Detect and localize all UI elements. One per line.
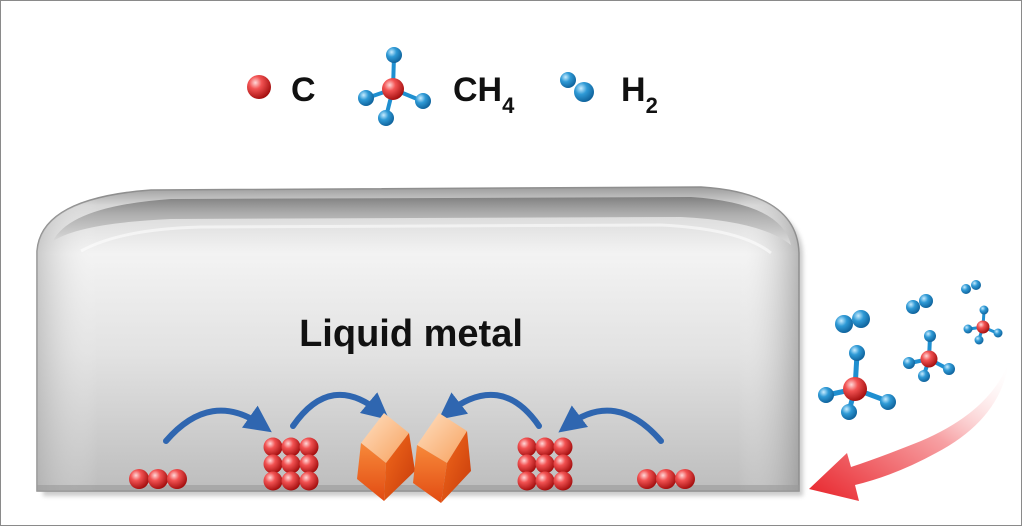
legend-label-methane: CH4 [453, 71, 515, 118]
carbon-atom-icon [247, 75, 271, 99]
migration-arrow-3 [438, 391, 542, 429]
incoming-methane-large [818, 345, 896, 420]
incoming-hydrogen-large [835, 310, 870, 333]
legend-label-carbon: C [291, 71, 316, 109]
migration-arrow-4 [558, 405, 664, 444]
methane-molecule-icon [358, 47, 431, 126]
container-label: Liquid metal [299, 313, 523, 355]
legend-label-hydrogen: H2 [621, 71, 658, 118]
feed-arrow [809, 361, 1009, 501]
migration-arrows [163, 391, 664, 444]
incoming-methane-small [963, 305, 1003, 345]
crystal-left [357, 413, 415, 501]
carbon-cluster-right-large [517, 437, 573, 491]
incoming-hydrogen-medium [906, 294, 933, 314]
incoming-hydrogen-small [961, 280, 981, 294]
liquid-metal-container [36, 186, 803, 496]
legend: C CH4 H2 [247, 47, 658, 126]
carbon-cluster-left-large [263, 437, 319, 491]
migration-arrow-2 [290, 391, 390, 429]
crystal-right [413, 413, 471, 503]
carbon-cluster-right-small [637, 469, 695, 489]
hydrogen-molecule-icon [560, 72, 594, 102]
incoming-methane-medium [903, 330, 955, 382]
carbon-cluster-left-small [129, 469, 187, 489]
migration-arrow-1 [163, 405, 272, 444]
